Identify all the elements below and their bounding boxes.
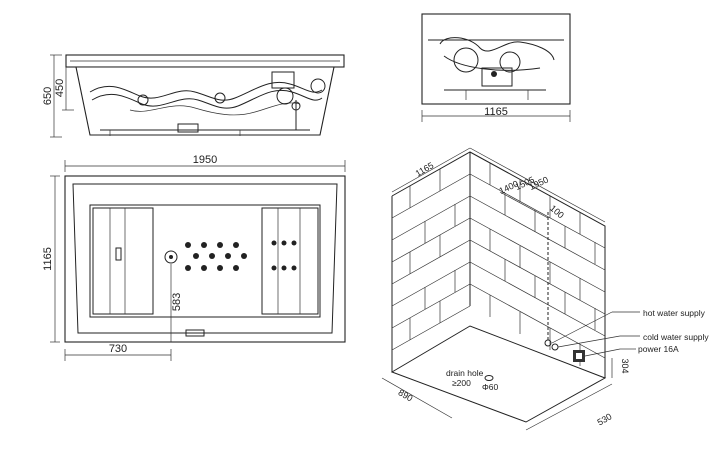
top-width-label: 1165 xyxy=(42,247,54,271)
end-width-label: 1165 xyxy=(484,106,508,118)
iso-dim-890: 890 xyxy=(396,387,414,403)
top-view: 1950 1165 583 730 xyxy=(42,154,346,361)
drain-hole-icon xyxy=(484,375,494,381)
cold-water-outlet-icon xyxy=(551,343,559,351)
iso-dim-100: 100 xyxy=(548,203,566,220)
end-view: 1165 xyxy=(421,13,571,122)
iso-dim-530: 530 xyxy=(595,411,613,427)
jet-cluster xyxy=(185,240,297,271)
side-height-inner: 450 xyxy=(54,79,66,97)
power-label: power 16A xyxy=(638,344,679,354)
install-view: 1165 1950 1400 1505 100 890 530 304 drai… xyxy=(381,147,709,431)
side-view: 650 450 xyxy=(42,54,345,138)
cold-water-label: cold water supply xyxy=(643,332,709,342)
side-offset-label: 730 xyxy=(109,343,127,355)
drain-diameter-label: Φ60 xyxy=(482,382,499,392)
iso-dim-1165: 1165 xyxy=(414,160,436,178)
iso-dim-304: 304 xyxy=(620,358,630,373)
hot-water-outlet-icon xyxy=(544,339,552,347)
drain-size-label: ≥200 xyxy=(452,378,471,388)
drain-icon xyxy=(164,250,178,264)
side-height-total: 650 xyxy=(42,87,54,105)
top-length-label: 1950 xyxy=(193,154,217,166)
hot-water-label: hot water supply xyxy=(643,308,706,318)
drain-hole-label: drain hole xyxy=(446,368,484,378)
drain-offset-label: 583 xyxy=(171,293,183,311)
